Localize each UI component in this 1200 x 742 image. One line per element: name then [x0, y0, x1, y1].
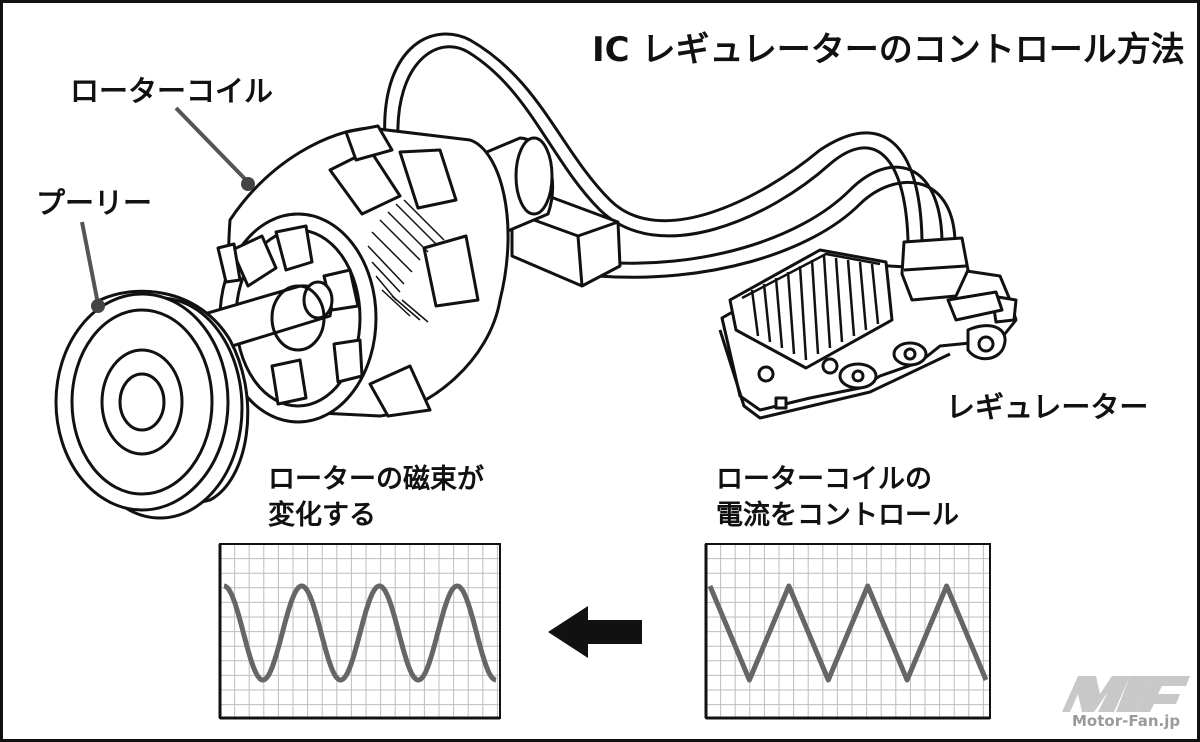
magnetic-flux-caption: ローターの磁束が 変化する — [268, 462, 484, 534]
leader-lines — [80, 106, 248, 305]
graph-right — [704, 543, 991, 720]
watermark-logo — [1062, 676, 1190, 712]
diagram-title: IC レギュレーターのコントロール方法 — [592, 30, 1185, 70]
graph-left — [218, 543, 501, 720]
rotor-coil-pointer-dot — [241, 177, 255, 191]
magnetic-flux-caption-line1: ローターの磁束が — [268, 464, 484, 495]
current-wave — [707, 583, 989, 683]
coil-current-caption-line1: ローターコイルの — [716, 464, 932, 495]
graph-grid — [706, 544, 990, 718]
direction-arrow — [548, 606, 642, 658]
pulley-pointer-dot — [91, 299, 105, 313]
magnetic-flux-caption-line2: 変化する — [268, 500, 376, 531]
wire-harness — [383, 32, 957, 279]
coil-current-caption: ローターコイルの 電流をコントロール — [716, 462, 959, 534]
coil-current-caption-line2: 電流をコントロール — [716, 500, 959, 531]
rotor-coil-label: ローターコイル — [70, 74, 274, 108]
pulley-label: プーリー — [36, 186, 153, 220]
regulator-label: レギュレーター — [946, 390, 1149, 424]
regulator — [718, 236, 1018, 420]
pulley — [54, 289, 250, 520]
flux-wave — [222, 583, 498, 683]
rotor — [148, 124, 555, 424]
graph-grid — [220, 544, 500, 718]
watermark-text: Motor-Fan.jp — [1072, 712, 1181, 730]
